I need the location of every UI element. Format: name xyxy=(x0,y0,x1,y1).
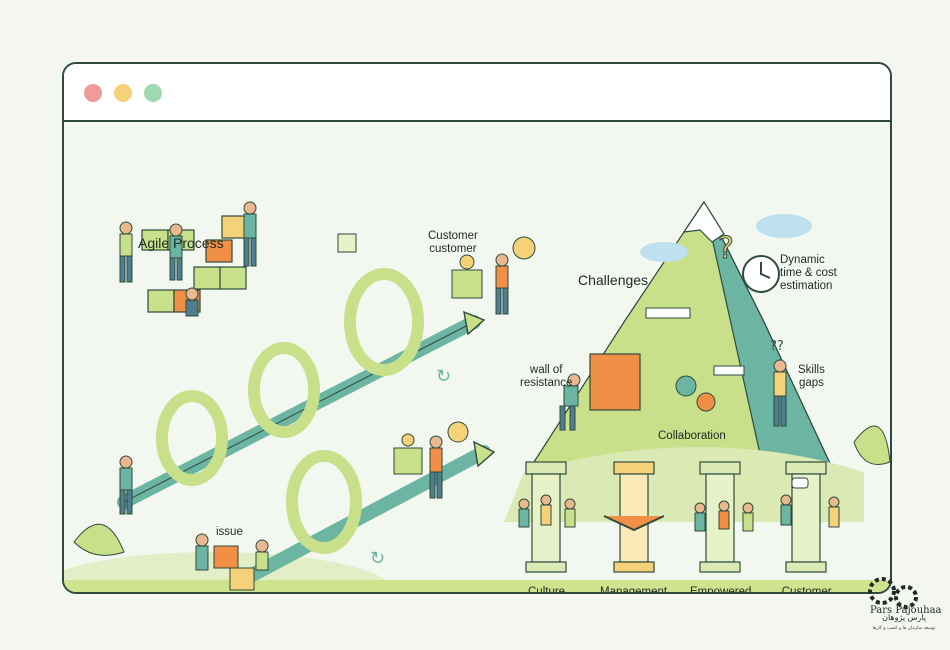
skills-person xyxy=(773,359,787,427)
issue-blocks xyxy=(195,533,269,591)
issue-label: issue xyxy=(216,526,243,538)
gear-icon xyxy=(675,375,697,397)
close-dot[interactable] xyxy=(84,84,102,102)
floating-cube xyxy=(337,233,357,253)
agile-title: Agile Process xyxy=(138,235,224,251)
skills-label: Skills gaps xyxy=(798,364,825,389)
browser-window: ↻ ↻ xyxy=(62,62,892,594)
wall-of-resistance xyxy=(589,353,641,411)
wall-pusher xyxy=(559,373,581,431)
logo-fa-text: پارس پژوهان xyxy=(882,613,926,622)
pars-pajouhaan-logo: Pars Pajouhaan xyxy=(868,577,942,616)
person-left xyxy=(119,455,133,515)
empowered-people xyxy=(694,500,754,532)
pillar-label-culture: Culture xyxy=(528,586,566,594)
cloud-icon-2 xyxy=(640,242,688,262)
agile-loops xyxy=(117,268,496,589)
customer-label: Customer customer xyxy=(428,230,478,255)
illustration-canvas: ↻ ↻ xyxy=(64,122,890,592)
minimize-dot[interactable] xyxy=(114,84,132,102)
leaf-left xyxy=(73,523,125,556)
pillars xyxy=(525,461,827,573)
ground-strip xyxy=(64,580,890,592)
wall-label: wall of resistance xyxy=(520,364,573,389)
question-icon: ? xyxy=(718,231,734,266)
team-figures xyxy=(119,201,257,317)
handshake-icon xyxy=(603,515,665,532)
barrier-top xyxy=(645,307,691,319)
cycle-icon-top: ↻ xyxy=(436,366,451,387)
customer-people xyxy=(780,477,840,528)
barrier-mid xyxy=(713,365,745,376)
pillar-label-management: Management support xyxy=(600,586,668,594)
illustration-svg: ↻ ↻ xyxy=(64,200,890,592)
customer-figure-top xyxy=(451,236,536,315)
leaf-right xyxy=(853,425,890,465)
window-titlebar xyxy=(64,64,890,122)
pillar-label-customer: Customer involvement xyxy=(781,586,832,594)
cycle-icon-bottom: ↻ xyxy=(370,548,385,569)
cloud-icon xyxy=(756,214,812,238)
dynamic-label: Dynamic time & cost estimation xyxy=(780,254,837,292)
logo-tagline: توسعه سازمان ها و کسب و کارها xyxy=(872,626,936,631)
pillar-label-empowered: Empowered team xyxy=(690,586,752,594)
logo-wordmark: Pars Pajouhaan xyxy=(870,605,942,616)
challenges-title: Challenges xyxy=(578,272,649,288)
maximize-dot[interactable] xyxy=(144,84,162,102)
collaboration-label: Collaboration xyxy=(658,430,726,442)
customer-figure-bottom xyxy=(393,421,469,499)
culture-people xyxy=(518,494,576,528)
question-icon-small: ?? xyxy=(770,339,784,354)
gear-icon-2 xyxy=(696,392,716,412)
